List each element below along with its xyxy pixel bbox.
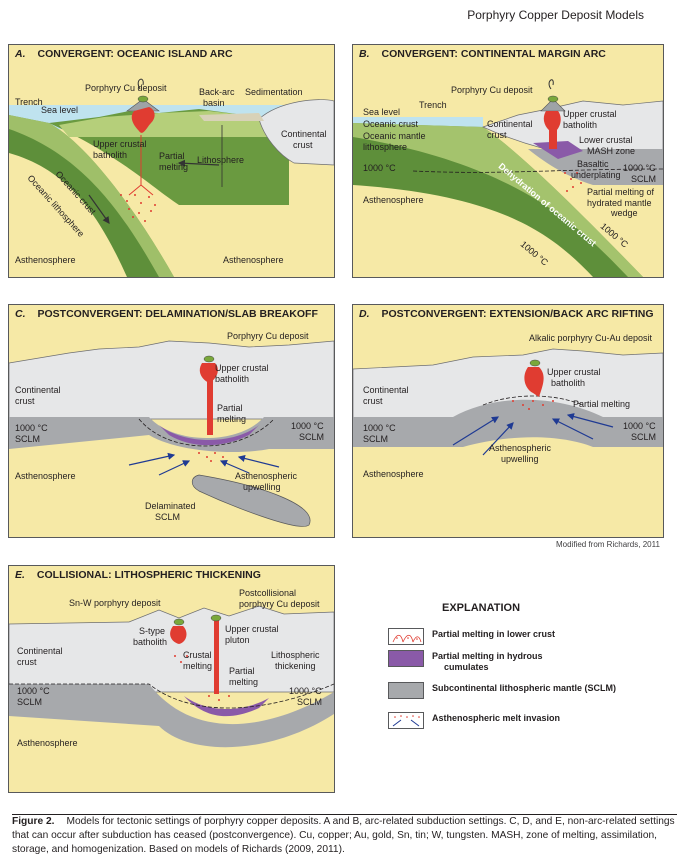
label-deposit: Porphyry Cu deposit — [85, 83, 167, 93]
panel-e: E.COLLISIONAL: LITHOSPHERIC THICKENING S… — [8, 565, 335, 793]
panel-a: A.CONVERGENT: OCEANIC ISLAND ARC Porphyr… — [8, 44, 335, 278]
panel-b-diagram — [353, 45, 663, 277]
explanation-heading: EXPLANATION — [442, 602, 521, 614]
label-oceanic-crust: Oceanic crust — [363, 119, 419, 129]
panel-d-title: D.POSTCONVERGENT: EXTENSION/BACK ARC RIF… — [359, 308, 654, 320]
label-partial-melting: Partial melting — [573, 399, 631, 409]
label-asthenosphere: Asthenosphere — [363, 469, 424, 479]
label-asthenosphere-left: Asthenosphere — [15, 255, 76, 265]
panel-e-title: E.COLLISIONAL: LITHOSPHERIC THICKENING — [15, 569, 261, 581]
label-snw: Sn-W porphyry deposit — [69, 598, 161, 608]
label-asthenosphere: Asthenosphere — [363, 195, 424, 205]
legend-label-lower-crust: Partial melting in lower crust — [432, 629, 556, 639]
swatch-lower-crust — [388, 628, 424, 645]
label-deposit: Porphyry Cu deposit — [227, 331, 309, 341]
label-trench: Trench — [419, 100, 447, 110]
label-sedimentation: Sedimentation — [245, 87, 303, 97]
legend-label-asthenospheric: Asthenospheric melt invasion — [432, 713, 561, 723]
panel-c-title: C.POSTCONVERGENT: DELAMINATION/SLAB BREA… — [15, 308, 318, 320]
label-deposit: Porphyry Cu deposit — [451, 85, 533, 95]
credit: Modified from Richards, 2011 — [556, 540, 660, 549]
swatch-hydrous — [388, 650, 424, 667]
swatch-asthenospheric — [388, 712, 424, 729]
label-trench: Trench — [15, 97, 43, 107]
label-asthenosphere-right: Asthenosphere — [223, 255, 284, 265]
panel-b: B.CONVERGENT: CONTINENTAL MARGIN ARC Por… — [352, 44, 664, 278]
panel-d-diagram — [353, 305, 663, 537]
legend-label-sclm: Subcontinental lithospheric mantle (SCLM… — [432, 683, 617, 693]
label-asthenosphere: Asthenosphere — [15, 471, 76, 481]
panel-a-diagram — [9, 45, 334, 277]
caption-text: Models for tectonic settings of porphyry… — [12, 816, 675, 855]
panel-b-title: B.CONVERGENT: CONTINENTAL MARGIN ARC — [359, 48, 606, 60]
page-header: Porphyry Copper Deposit Models — [467, 8, 644, 22]
label-asthenosphere: Asthenosphere — [17, 738, 78, 748]
caption-label: Figure 2. — [12, 816, 55, 827]
panel-c-diagram — [9, 305, 334, 537]
panel-d: D.POSTCONVERGENT: EXTENSION/BACK ARC RIF… — [352, 304, 664, 538]
panel-a-title: A.CONVERGENT: OCEANIC ISLAND ARC — [15, 48, 233, 60]
panel-c: C.POSTCONVERGENT: DELAMINATION/SLAB BREA… — [8, 304, 335, 538]
label-lithosphere: Lithosphere — [197, 155, 245, 165]
label-deposit: Alkalic porphyry Cu-Au deposit — [529, 333, 653, 343]
panel-e-diagram — [9, 566, 334, 792]
label-iso-left: 1000 °C — [363, 163, 396, 173]
label-sealevel: Sea level — [363, 107, 401, 117]
figure-caption: Figure 2.Models for tectonic settings of… — [12, 814, 677, 857]
label-sealevel: Sea level — [41, 105, 79, 115]
swatch-sclm — [388, 682, 424, 699]
